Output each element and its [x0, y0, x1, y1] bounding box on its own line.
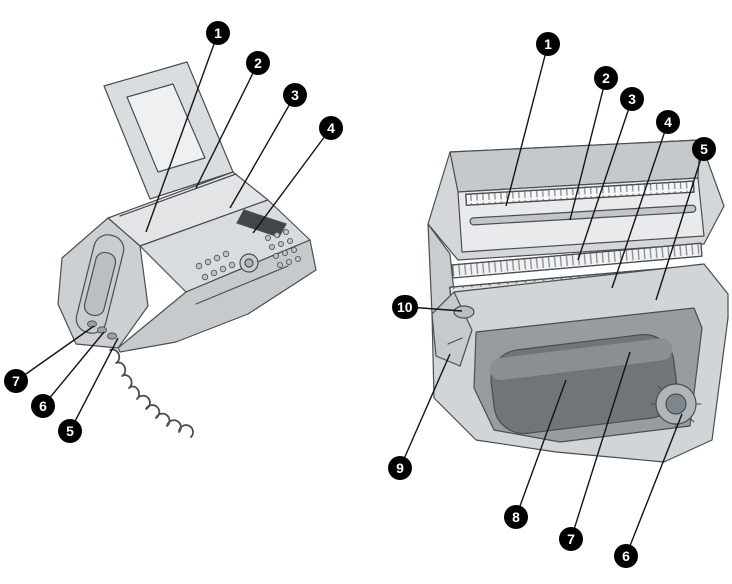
leader-right-9 — [399, 353, 451, 469]
paper-tray-window — [126, 83, 206, 173]
keypad — [195, 228, 301, 281]
gear-teeth — [650, 378, 702, 430]
front-buttons — [87, 320, 117, 340]
callout-left-6: 6 — [31, 394, 55, 418]
pickup-roller — [453, 305, 475, 319]
callout-left-2: 2 — [246, 51, 270, 75]
callout-right-1: 1 — [536, 32, 560, 56]
callout-left-5: 5 — [58, 419, 82, 443]
nav-button-center — [244, 258, 254, 268]
callout-right-4: 4 — [656, 110, 680, 134]
callout-right-7: 7 — [559, 527, 583, 551]
leader-right-7 — [570, 351, 631, 540]
callout-left-7: 7 — [4, 369, 28, 393]
leader-right-8 — [515, 379, 567, 518]
paper-exit-slot — [195, 265, 289, 305]
leader-left-6 — [42, 331, 105, 407]
handset-cord — [109, 348, 194, 438]
leader-right-3 — [577, 98, 633, 261]
leader-left-3 — [229, 94, 296, 209]
leader-right-6 — [625, 413, 683, 557]
document-slot — [119, 173, 237, 217]
callout-right-8: 8 — [504, 505, 528, 529]
callout-left-4: 4 — [319, 116, 343, 140]
handset — [75, 234, 125, 334]
leader-left-4 — [252, 127, 332, 234]
leader-left-2 — [195, 62, 259, 189]
callout-left-1: 1 — [206, 21, 230, 45]
film-gear-hub — [665, 393, 687, 415]
lid-roller-bar — [469, 204, 697, 226]
leader-left-5 — [69, 337, 119, 432]
callout-right-5: 5 — [692, 137, 716, 161]
leader-right-5 — [655, 148, 705, 301]
lid-scanner-strip — [465, 180, 695, 206]
scanner-glass-bar — [451, 242, 703, 279]
leader-left-1 — [145, 32, 219, 233]
callout-right-2: 2 — [594, 66, 618, 90]
callout-right-9: 9 — [388, 456, 412, 480]
leader-right-2 — [569, 77, 607, 221]
callout-right-10: 10 — [392, 295, 418, 319]
leader-right-4 — [611, 121, 669, 289]
callout-left-3: 3 — [283, 83, 307, 107]
latch-detail — [447, 337, 463, 345]
callout-right-3: 3 — [620, 87, 644, 111]
leader-lines — [15, 32, 705, 557]
body-front — [117, 239, 317, 353]
leader-right-1 — [505, 43, 549, 207]
leader-left-7 — [15, 325, 95, 382]
fax-open-illustration — [427, 139, 729, 463]
callout-right-6: 6 — [614, 544, 638, 568]
ink-film-roll — [489, 333, 678, 435]
